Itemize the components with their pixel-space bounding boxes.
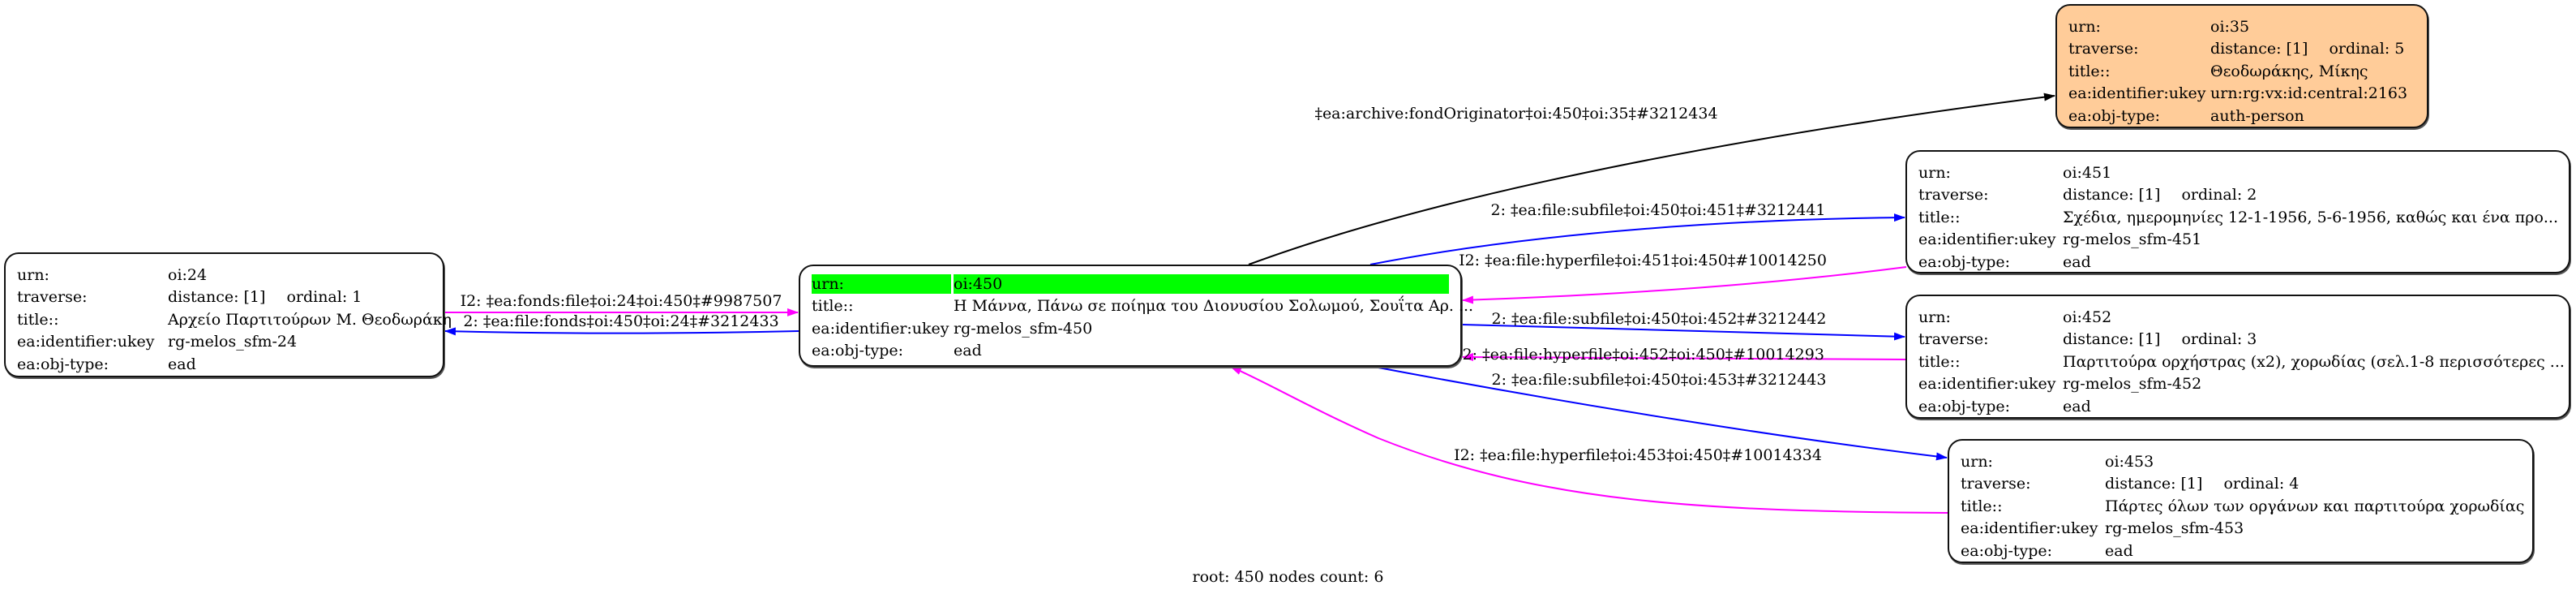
edge-oi453-to-oi450[interactable] bbox=[1230, 366, 1948, 514]
node-oi-453[interactable]: urn:oi:453 traverse:distance: [1]ordinal… bbox=[1948, 439, 2534, 563]
edge-label-oi453-to-oi450: I2: ‡ea:file:hyperfile‡oi:453‡oi:450‡#10… bbox=[1454, 446, 1822, 464]
field-traverse: traverse:distance: [1]ordinal: 5 bbox=[2068, 40, 2405, 58]
field-urn-highlighted: urn:oi:450 bbox=[812, 273, 1449, 295]
node-oi-452[interactable]: urn:oi:452 traverse:distance: [1]ordinal… bbox=[1905, 295, 2570, 419]
field-obj-type: ea:obj-type:ead bbox=[17, 355, 196, 373]
edge-label-oi450-to-oi452: 2: ‡ea:file:subfile‡oi:450‡oi:452‡#32124… bbox=[1492, 310, 1827, 328]
edge-label-oi452-to-oi450: I2: ‡ea:file:hyperfile‡oi:452‡oi:450‡#10… bbox=[1456, 346, 1824, 364]
field-obj-type: ea:obj-type:ead bbox=[812, 342, 982, 360]
field-obj-type: ea:obj-type:ead bbox=[1918, 252, 2091, 271]
edge-oi450-to-oi24[interactable] bbox=[444, 327, 799, 336]
field-title: title::Αρχείο Παρτιτούρων Μ. Θεοδωράκη bbox=[17, 310, 452, 329]
edge-label-oi450-to-oi453: 2: ‡ea:file:subfile‡oi:450‡oi:453‡#32124… bbox=[1492, 371, 1827, 389]
edge-label-oi450-to-oi451: 2: ‡ea:file:subfile‡oi:450‡oi:451‡#32124… bbox=[1491, 201, 1826, 219]
edge-oi450-to-oi35[interactable] bbox=[1248, 93, 2055, 265]
node-oi-24[interactable]: urn:oi:24 traverse:distance: [1]ordinal:… bbox=[4, 252, 452, 377]
field-urn: urn:oi:24 bbox=[17, 265, 208, 284]
edge-oi452-to-oi450[interactable] bbox=[1462, 353, 1906, 362]
field-traverse: traverse:distance: [1]ordinal: 2 bbox=[1918, 186, 2257, 204]
field-urn: urn:oi:35 bbox=[2068, 17, 2250, 36]
edge-label-oi451-to-oi450: I2: ‡ea:file:hyperfile‡oi:451‡oi:450‡#10… bbox=[1459, 252, 1827, 269]
field-title: title::Πάρτες όλων των οργάνων και παρτι… bbox=[1961, 497, 2525, 515]
edge-oi451-to-oi450[interactable] bbox=[1462, 266, 1907, 304]
graph-footer: root: 450 nodes count: 6 bbox=[1192, 568, 1384, 586]
field-obj-type: ea:obj-type:auth-person bbox=[2068, 106, 2304, 125]
edge-label-oi450-to-oi24: 2: ‡ea:file:fonds‡oi:450‡oi:24‡#3212433 bbox=[463, 312, 778, 330]
edge-oi450-to-oi452[interactable] bbox=[1461, 324, 1905, 341]
field-obj-type: ea:obj-type:ead bbox=[1961, 541, 2133, 560]
field-title: title::Θεοδωράκης, Μίκης bbox=[2068, 62, 2368, 80]
field-title: title::Παρτιτούρα ορχήστρας (x2), χορωδί… bbox=[1918, 352, 2565, 371]
edge-oi450-to-oi453[interactable] bbox=[1378, 367, 1948, 461]
field-obj-type: ea:obj-type:ead bbox=[1918, 397, 2091, 415]
field-traverse: traverse:distance: [1]ordinal: 4 bbox=[1961, 475, 2300, 493]
node-oi-451[interactable]: urn:oi:451 traverse:distance: [1]ordinal… bbox=[1905, 150, 2570, 273]
field-traverse: traverse:distance: [1]ordinal: 3 bbox=[1918, 330, 2257, 349]
edge-label-oi24-to-oi450: I2: ‡ea:fonds:file‡oi:24‡oi:450‡#9987507 bbox=[461, 292, 782, 310]
edge-label-oi450-to-oi35: ‡ea:archive:fondOriginator‡oi:450‡oi:35‡… bbox=[1314, 105, 1717, 123]
field-title: title::Η Μάννα, Πάνω σε ποίημα του Διονυ… bbox=[812, 297, 1474, 316]
field-traverse: traverse:distance: [1]ordinal: 1 bbox=[17, 288, 362, 307]
node-oi-450-root[interactable]: urn:oi:450 title::Η Μάννα, Πάνω σε ποίημ… bbox=[799, 265, 1474, 367]
edge-oi450-to-oi451[interactable] bbox=[1369, 213, 1905, 265]
field-urn: urn:oi:453 bbox=[1961, 452, 2154, 471]
field-urn: urn:oi:452 bbox=[1918, 308, 2112, 326]
node-oi-35-auth-person[interactable]: urn:oi:35 traverse:distance: [1]ordinal:… bbox=[2055, 4, 2428, 128]
field-title: title::Σχέδια, ημερομηνίες 12-1-1956, 5-… bbox=[1918, 208, 2559, 226]
field-urn: urn:oi:451 bbox=[1918, 163, 2112, 182]
